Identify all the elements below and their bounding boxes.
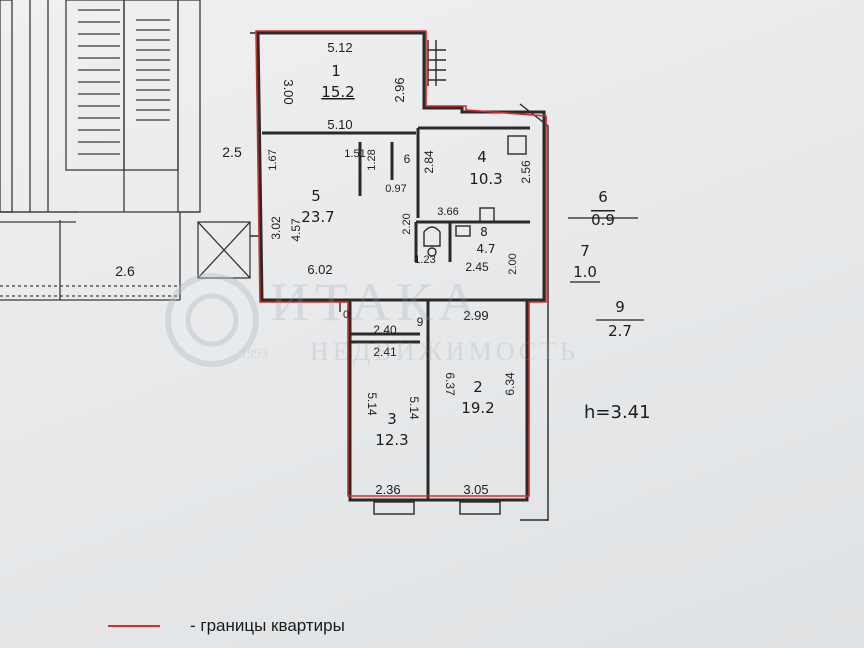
- dim-2-99: 2.99: [463, 308, 488, 323]
- adjacent-building-drawing: [0, 0, 251, 301]
- room-7-area: 1.0: [573, 263, 597, 281]
- dim-9: 9: [417, 315, 424, 329]
- dim-6-02: 6.02: [307, 262, 332, 277]
- dimension-labels: 5.12 3.00 2.96 5.10 1.67 1.51 1.28 0.97 …: [115, 40, 533, 497]
- dim-2-00: 2.00: [507, 253, 519, 274]
- legend-red-line-swatch: [108, 625, 160, 627]
- dim-6: 6: [404, 152, 411, 166]
- dim-1-67: 1.67: [267, 149, 279, 170]
- dim-2-6: 2.6: [115, 263, 135, 279]
- legend-text: - границы квартиры: [190, 616, 345, 635]
- dim-1-23: 1.23: [414, 254, 435, 266]
- dim-0: 0: [343, 309, 349, 321]
- room-labels: 1 15.2 5 23.7 4 10.3 8 4.7 3 12.3 2 19.2…: [301, 62, 644, 449]
- legend: - границы квартиры: [108, 614, 345, 638]
- apartment-boundary-line: [255, 30, 547, 497]
- dim-2-45: 2.45: [465, 260, 489, 274]
- room-9-number: 9: [615, 298, 625, 316]
- dim-6-34: 6.34: [503, 372, 517, 396]
- dim-3-00: 3.00: [281, 79, 296, 104]
- dim-3-66: 3.66: [437, 206, 458, 218]
- room-8-number: 8: [480, 225, 488, 239]
- dim-1-51: 1.51: [344, 148, 365, 160]
- dim-3-02: 3.02: [269, 216, 283, 240]
- dim-2-36: 2.36: [375, 482, 400, 497]
- ceiling-height-label: h=3.41: [584, 402, 651, 423]
- dim-2-96: 2.96: [392, 77, 407, 102]
- room-3-number: 3: [387, 410, 397, 428]
- dim-4-57: 4.57: [289, 218, 303, 242]
- dim-6-37: 6.37: [443, 372, 457, 396]
- room-9-area: 2.7: [608, 322, 632, 340]
- room-1-area: 15.2: [321, 83, 354, 101]
- dim-0-97: 0.97: [385, 183, 406, 195]
- room-4-area: 10.3: [469, 170, 502, 188]
- room-8-area: 4.7: [476, 242, 495, 256]
- apartment-walls: [256, 31, 546, 502]
- room-1-number: 1: [331, 62, 341, 80]
- room-4-number: 4: [477, 148, 487, 166]
- room-5-number: 5: [311, 187, 321, 205]
- dim-5-12: 5.12: [327, 40, 352, 55]
- room-7-number: 7: [580, 242, 590, 260]
- room-2-area: 19.2: [461, 399, 494, 417]
- dim-5-14-left: 5.14: [365, 392, 379, 416]
- room-2-number: 2: [473, 378, 483, 396]
- room-3-area: 12.3: [375, 431, 408, 449]
- dim-2-84: 2.84: [422, 150, 436, 174]
- room-6-area: 0.9: [591, 211, 615, 229]
- dim-1-28: 1.28: [366, 149, 378, 170]
- room-6-number: 6: [598, 188, 608, 206]
- dim-2-41: 2.41: [373, 345, 397, 359]
- dim-3-05: 3.05: [463, 482, 488, 497]
- room-5-area: 23.7: [301, 208, 334, 226]
- dim-2-40: 2.40: [373, 323, 397, 337]
- dim-2-20: 2.20: [401, 213, 413, 234]
- dim-5-14-right: 5.14: [407, 396, 421, 420]
- dim-2-56: 2.56: [519, 160, 533, 184]
- dim-2-5: 2.5: [222, 144, 242, 160]
- dim-5-10: 5.10: [327, 117, 352, 132]
